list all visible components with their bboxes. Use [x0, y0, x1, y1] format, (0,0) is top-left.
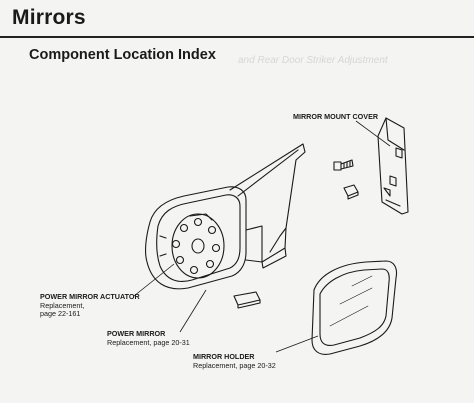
mirror-holder: [311, 260, 398, 355]
label-line: page 22-161: [40, 309, 81, 319]
power-mirror-housing: [145, 186, 263, 290]
label-mirror-holder: MIRROR HOLDER Replacement, page 20-32: [193, 352, 276, 370]
label-name: POWER MIRROR: [107, 329, 166, 338]
label-name: MIRROR HOLDER: [193, 352, 255, 361]
label-power-mirror: POWER MIRROR Replacement, page 20-31: [107, 329, 190, 347]
mirror-clip: [233, 291, 261, 309]
label-line: Replacement,: [40, 300, 85, 310]
power-mirror-actuator: [159, 213, 225, 279]
label-line: Replacement, page 20-32: [193, 360, 276, 370]
label-line: Replacement, page 20-31: [107, 337, 190, 347]
section-title: Component Location Index: [29, 47, 216, 63]
leader-mirror-mount-cover: [355, 120, 391, 147]
leader-mirror-holder: [275, 335, 319, 353]
mount-bolt: [333, 159, 354, 171]
leader-power-mirror: [179, 289, 207, 333]
label-name: POWER MIRROR ACTUATOR: [40, 292, 140, 301]
page-title: Mirrors: [12, 6, 86, 29]
mirror-mount-cover: [377, 117, 409, 215]
bleed-through-text: and Rear Door Striker Adjustment: [238, 55, 388, 66]
title-rule: [0, 36, 474, 38]
leader-power-mirror-actuator: [133, 263, 175, 297]
label-name: MIRROR MOUNT COVER: [293, 112, 379, 121]
mount-nut: [343, 184, 359, 200]
label-power-mirror-actuator: POWER MIRROR ACTUATOR Replacement, page …: [40, 292, 140, 319]
label-mirror-mount-cover: MIRROR MOUNT COVER: [293, 112, 379, 122]
power-mirror-arm: [229, 143, 306, 269]
